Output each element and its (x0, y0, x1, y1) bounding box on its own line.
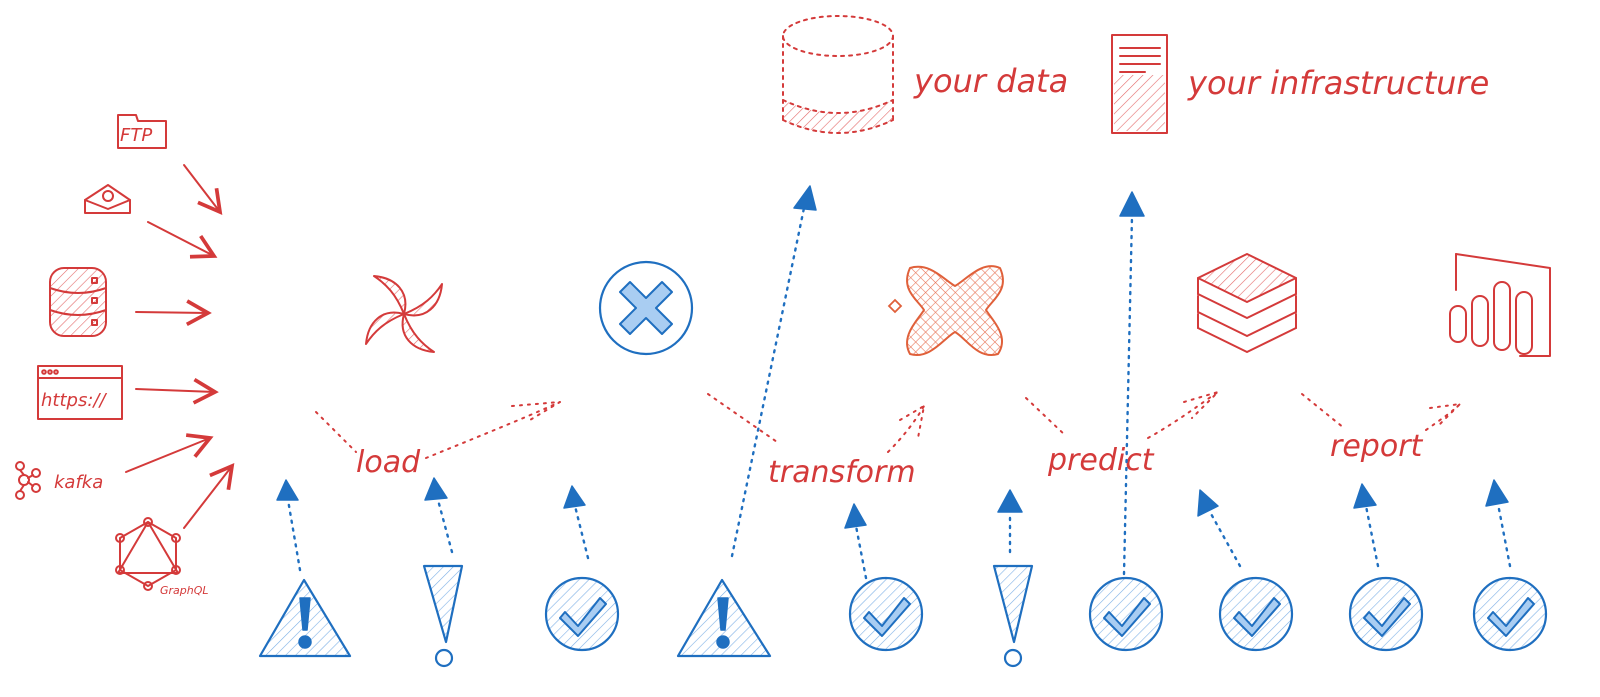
check-circle-icon (848, 576, 924, 652)
arrow-db (135, 299, 212, 327)
ftp-label: FTP (120, 125, 152, 146)
status-arrow (563, 485, 590, 560)
email-icon (84, 184, 131, 214)
transform-label: transform (768, 455, 916, 490)
arrow-email (147, 221, 218, 259)
check-circle-icon (1088, 576, 1164, 652)
stage-predict: predict (1025, 391, 1219, 478)
report-label: report (1330, 429, 1424, 464)
pinwheel-icon (365, 275, 443, 353)
your-infrastructure-label: your infrastructure (1187, 64, 1489, 102)
power-bi-icon (1449, 253, 1551, 357)
server-icon (1111, 34, 1168, 134)
load-label: load (356, 445, 421, 480)
stage-transform: transform (707, 393, 926, 490)
check-circle-icon (1218, 576, 1294, 652)
stack-layers-icon (1197, 253, 1297, 353)
status-arrow (424, 477, 454, 554)
database-server-icon (49, 267, 107, 337)
status-arrow (1353, 483, 1380, 568)
warning-triangle-icon (676, 578, 772, 658)
exclamation-icon (992, 564, 1034, 668)
database-icon (782, 15, 894, 134)
graphql-icon: GraphQL (115, 517, 209, 597)
https-label: https:// (41, 390, 107, 411)
status-arrow (1485, 479, 1512, 568)
status-arrow (997, 489, 1023, 554)
check-circle-icon (1348, 576, 1424, 652)
status-arrow-to-infrastructure (1119, 191, 1145, 576)
source-arrows (125, 164, 235, 529)
status-arrow-to-data (730, 185, 817, 558)
arrow-http (135, 377, 219, 405)
your-data-label: your data (913, 62, 1068, 100)
cancel-circle-icon (598, 260, 694, 356)
predict-label: predict (1047, 443, 1155, 478)
ftp-icon: FTP (117, 114, 167, 149)
arrow-graphql (183, 462, 235, 529)
status-arrow (276, 479, 302, 572)
dbt-icon (887, 265, 1004, 357)
warning-triangle-icon (258, 578, 352, 658)
graphql-label: GraphQL (160, 584, 209, 597)
kafka-icon: kafka (15, 461, 103, 500)
check-circle-icon (1472, 576, 1548, 652)
kafka-label: kafka (54, 472, 103, 493)
status-arrow (1197, 489, 1242, 568)
browser-icon: https:// (37, 365, 123, 420)
arrow-ftp (183, 164, 223, 216)
arrow-kafka (125, 433, 214, 473)
status-arrow (844, 503, 868, 580)
stage-load: load (315, 401, 561, 480)
stage-report: report (1301, 393, 1463, 464)
check-circle-icon (544, 576, 620, 652)
exclamation-icon (422, 564, 464, 668)
